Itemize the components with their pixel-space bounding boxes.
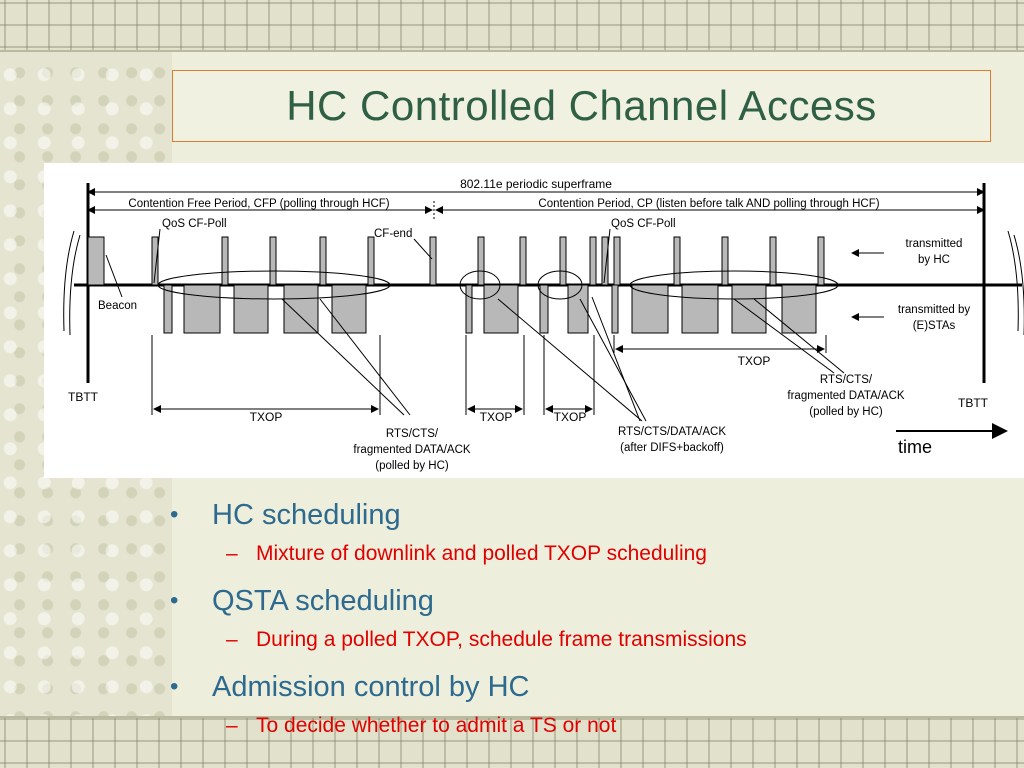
txop-label-2: TXOP: [480, 410, 513, 424]
tbtt-left-label: TBTT: [68, 390, 99, 404]
dash-icon: –: [226, 542, 238, 565]
cfp-label: Contention Free Period, CFP (polling thr…: [128, 198, 389, 210]
tbtt-right-label: TBTT: [958, 396, 989, 410]
bullet-dot-icon: •: [170, 501, 179, 528]
title-box: HC Controlled Channel Access: [172, 70, 991, 142]
rts-polled-label-1: RTS/CTS/: [386, 428, 439, 440]
bullet-list: • HC scheduling – Mixture of downlink an…: [170, 495, 990, 753]
top-border-pattern: [0, 0, 1024, 52]
rts-polled-label-2: fragmented DATA/ACK: [353, 444, 471, 456]
rts-difs-label-2: (after DIFS+backoff): [620, 442, 724, 454]
sub-bullet-text: During a polled TXOP, schedule frame tra…: [256, 628, 747, 651]
superframe-diagram: 802.11e periodic superframe Contention F…: [44, 163, 1024, 478]
sta-frames: [163, 284, 817, 334]
qos-cf-poll-label-1: QoS CF-Poll: [162, 218, 227, 230]
txop-label-1: TXOP: [250, 410, 283, 424]
bullet-text: HC scheduling: [212, 499, 401, 531]
slide-title: HC Controlled Channel Access: [286, 82, 877, 129]
cp-label: Contention Period, CP (listen before tal…: [538, 198, 879, 210]
rts-cp-label-2: fragmented DATA/ACK: [787, 390, 905, 402]
rts-difs-label-1: RTS/CTS/DATA/ACK: [618, 426, 726, 438]
bottom-border-pattern: [0, 716, 1024, 768]
txop-label-3: TXOP: [554, 410, 587, 424]
sub-bullet-item: – Mixture of downlink and polled TXOP sc…: [170, 537, 990, 581]
beacon-label: Beacon: [98, 300, 137, 312]
time-label: time: [898, 437, 932, 457]
bullet-item: • HC scheduling: [170, 495, 990, 537]
rts-polled-label-3: (polled by HC): [375, 460, 449, 472]
sub-bullet-text: To decide whether to admit a TS or not: [256, 714, 617, 737]
dash-icon: –: [226, 714, 238, 737]
bullet-text: QSTA scheduling: [212, 585, 434, 617]
rts-cp-label-3: (polled by HC): [809, 406, 883, 418]
superframe-label: 802.11e periodic superframe: [460, 177, 612, 191]
transmitted-by-hc-label-2: by HC: [918, 254, 950, 266]
hc-frames: [87, 236, 825, 286]
transmitted-by-esta-label-1: transmitted by: [898, 304, 970, 316]
sub-bullet-item: – To decide whether to admit a TS or not: [170, 709, 990, 753]
transmitted-by-esta-label-2: (E)STAs: [913, 320, 956, 332]
sub-bullet-item: – During a polled TXOP, schedule frame t…: [170, 623, 990, 667]
sub-bullet-text: Mixture of downlink and polled TXOP sche…: [256, 542, 707, 565]
bullet-item: • QSTA scheduling: [170, 581, 990, 623]
rts-cp-label-1: RTS/CTS/: [820, 374, 873, 386]
bullet-text: Admission control by HC: [212, 671, 530, 703]
bullet-dot-icon: •: [170, 673, 179, 700]
transmitted-by-hc-label-1: transmitted: [906, 238, 963, 250]
txop-label-4: TXOP: [738, 354, 771, 368]
bullet-item: • Admission control by HC: [170, 667, 990, 709]
qos-cf-poll-label-2: QoS CF-Poll: [611, 218, 676, 230]
cf-end-label: CF-end: [374, 228, 412, 240]
dash-icon: –: [226, 628, 238, 651]
bullet-dot-icon: •: [170, 587, 179, 614]
